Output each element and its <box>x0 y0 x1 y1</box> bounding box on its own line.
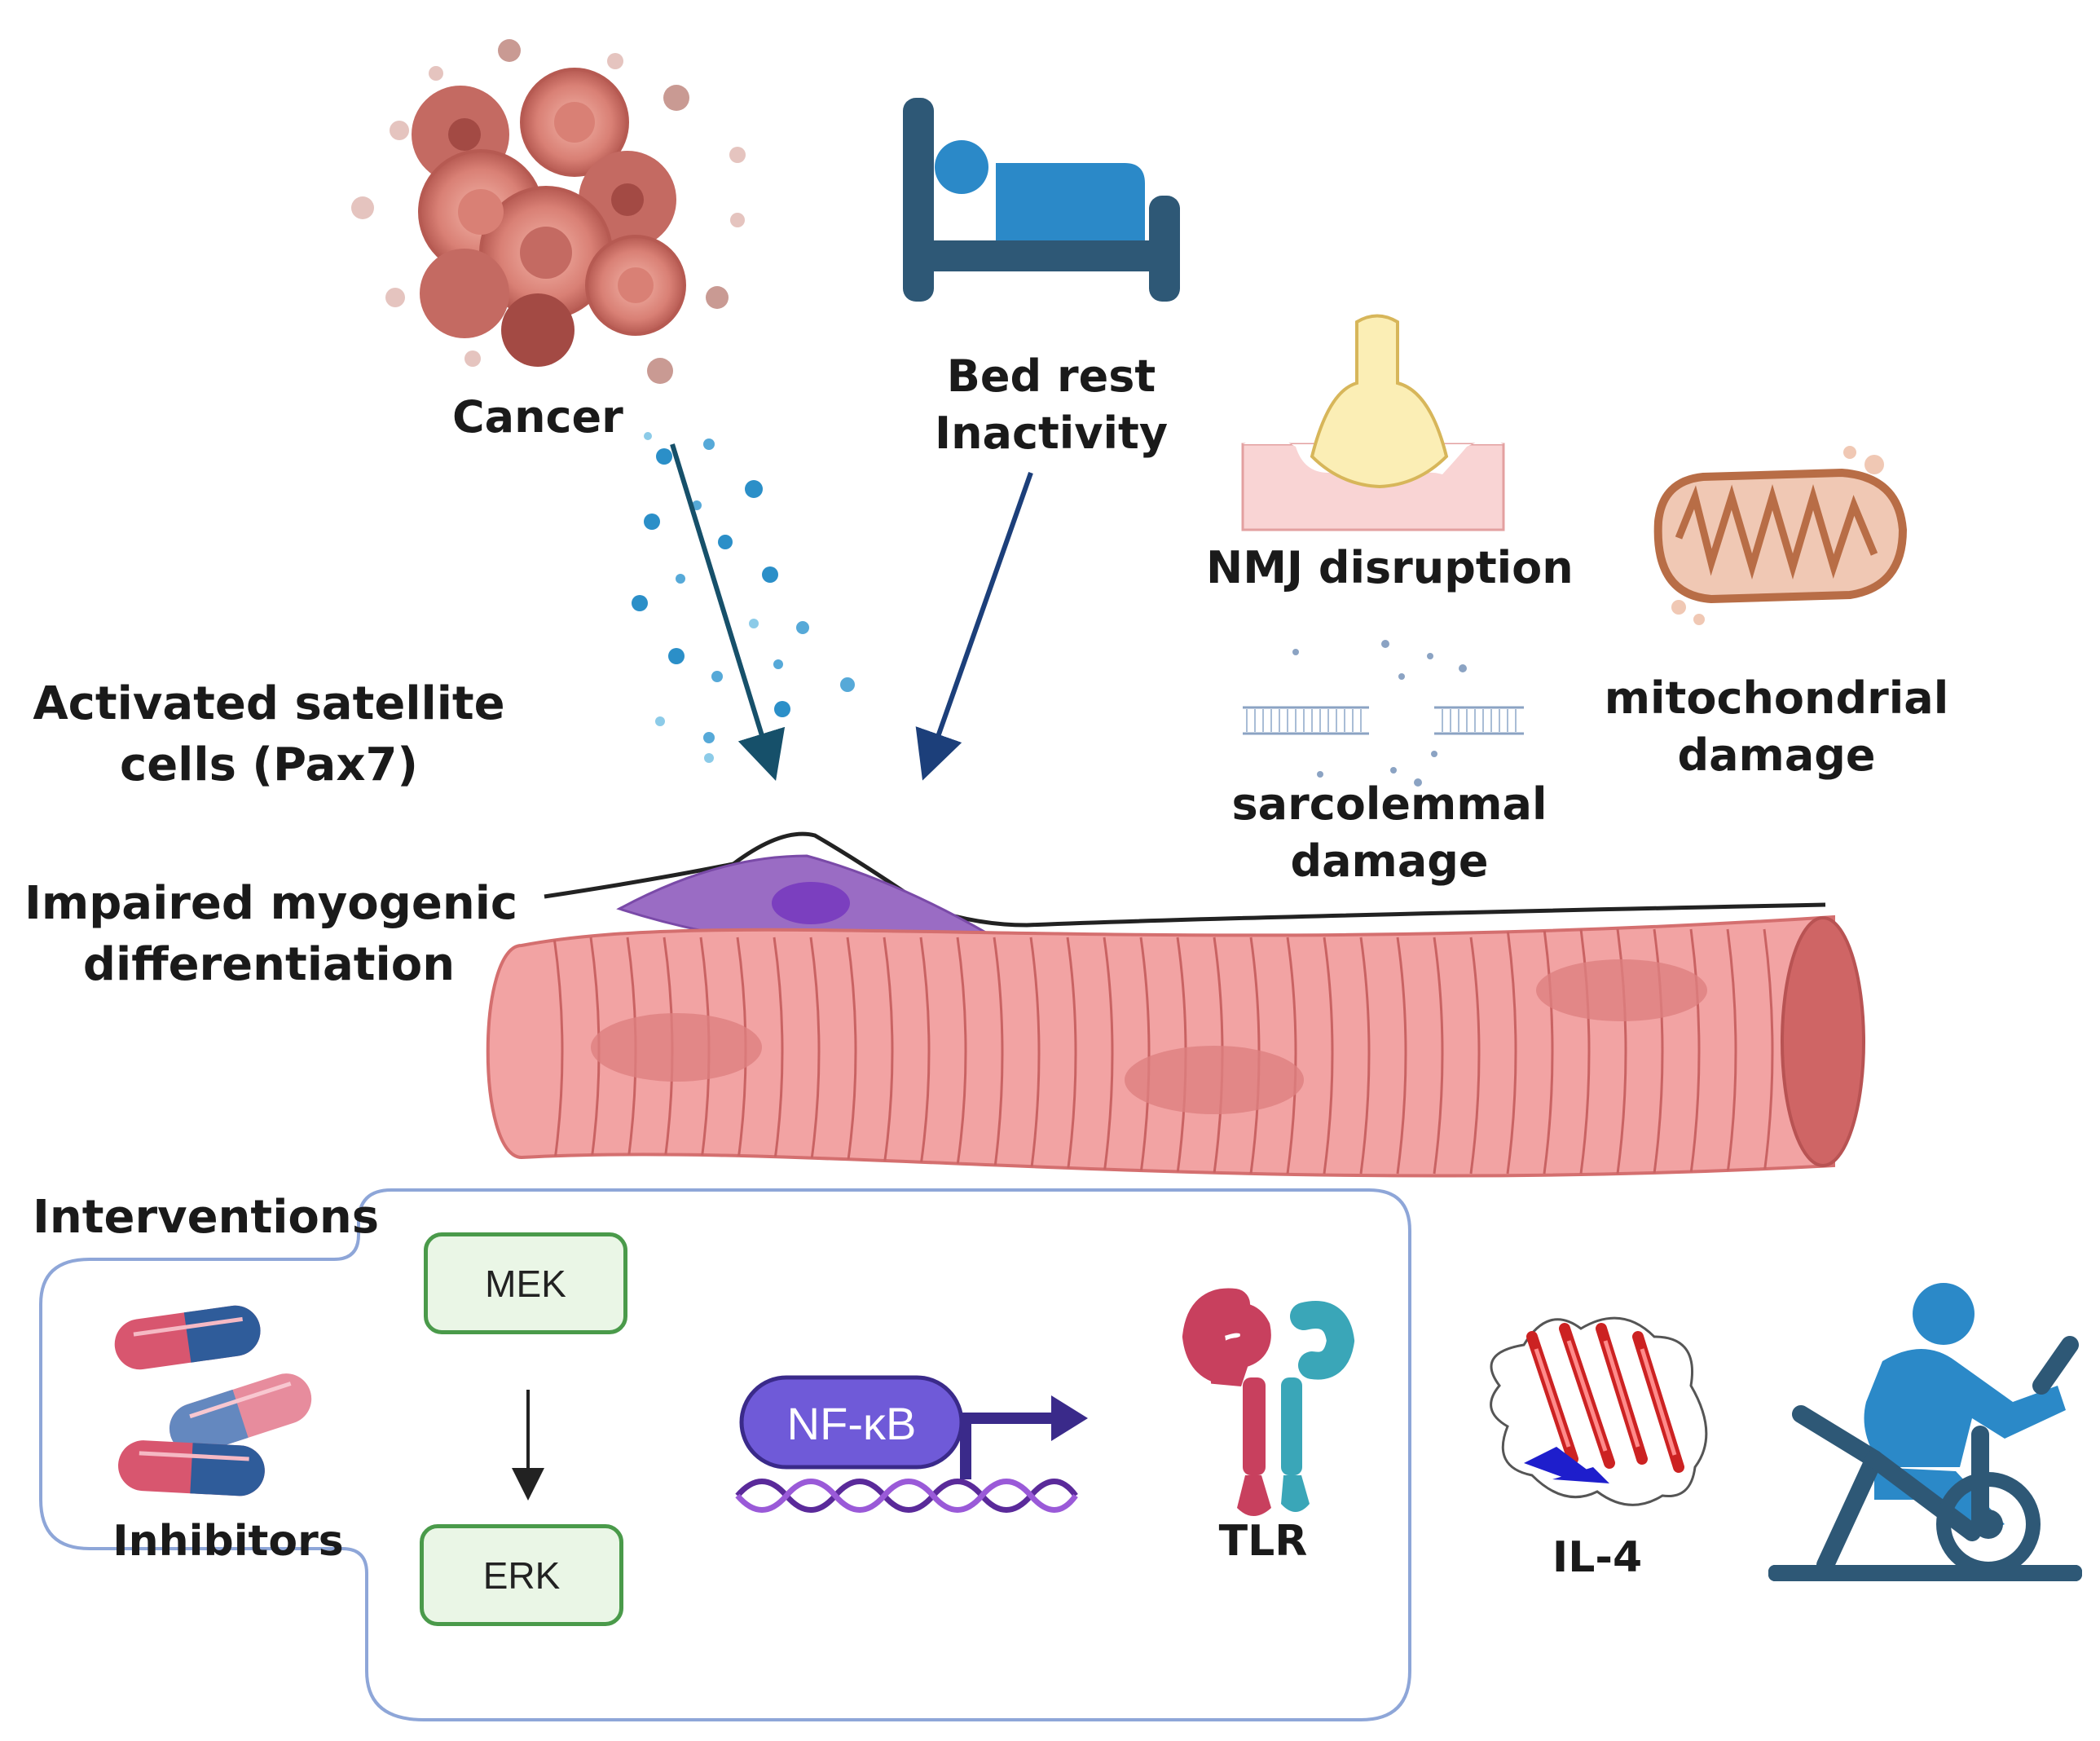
mitochondrial-damage-label: damage <box>1677 729 1876 781</box>
bed-rest-label: Bed rest <box>946 350 1156 402</box>
nmj-disruption-label: NMJ disruption <box>1206 542 1574 593</box>
inactivity-label: Inactivity <box>934 408 1169 459</box>
impaired-differentiation-label: differentiation <box>82 938 456 991</box>
cancer-cells-icon <box>351 39 746 384</box>
il4-label: IL-4 <box>1552 1533 1643 1582</box>
inhibitors-label: Inhibitors <box>112 1517 344 1566</box>
activated-satellite-label-2: cells (Pax7) <box>120 738 418 791</box>
erk-box: ERK <box>420 1524 623 1626</box>
sarcolemmal-damage-label: damage <box>1290 835 1489 887</box>
exercise-bike-icon <box>1768 1283 2082 1581</box>
bed-rest-arrow <box>915 472 1033 781</box>
dna-promoter-icon <box>735 1375 1088 1513</box>
impaired-myogenic-label: Impaired myogenic <box>24 877 518 930</box>
activated-satellite-label: Activated satellite <box>33 677 505 730</box>
interventions-label: Interventions <box>33 1191 380 1244</box>
mitochondrial-label: mitochondrial <box>1604 672 1949 724</box>
tlr-receptor-icon <box>1182 1288 1355 1516</box>
secreted-factors-dots <box>632 432 855 763</box>
cancer-label: Cancer <box>452 391 623 443</box>
interventions-frame <box>39 1188 1411 1721</box>
nmj-icon <box>1241 314 1505 531</box>
sarcolemmal-label: sarcolemmal <box>1231 778 1547 830</box>
membrane-icon <box>1243 640 1524 787</box>
muscle-fiber-icon <box>486 915 1865 1178</box>
cancer-arrow <box>670 443 786 781</box>
mek-box: MEK <box>424 1232 627 1334</box>
mitochondria-icon <box>1653 446 1908 625</box>
nfkb-label: NF-κB <box>786 1398 917 1449</box>
tlr-label: TLR <box>1218 1517 1308 1566</box>
il4-protein-icon <box>1490 1316 1708 1506</box>
pills-icon <box>114 1305 312 1496</box>
bed-icon <box>903 98 1180 302</box>
